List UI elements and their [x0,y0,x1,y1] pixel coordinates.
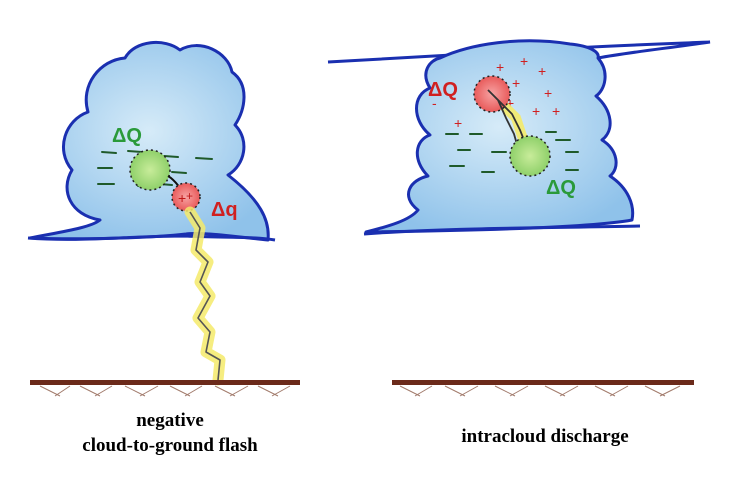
svg-text:-: - [432,95,437,111]
left-negative-charge-region [129,149,171,191]
left-caption-line1: negative [136,410,204,431]
svg-text:+: + [520,53,528,69]
right-cloud-anvil [327,40,711,64]
left-panel: ΔQ + + Δq [27,40,300,397]
left-cloud-base [27,234,276,242]
left-small-charge-label: Δq [211,199,238,221]
right-caption-text: intracloud discharge [461,426,629,447]
svg-text:+: + [538,63,546,79]
right-caption: intracloud discharge [400,424,690,449]
right-negative-dashes [445,131,579,173]
right-negative-charge-label: ΔQ [546,177,576,199]
svg-text:+: + [512,75,520,91]
right-negative-charge-region [509,135,551,177]
svg-text:+: + [496,59,504,75]
right-channel [487,89,529,151]
left-ground [30,380,300,397]
left-positive-signs: + [178,190,186,206]
right-ground [392,380,694,397]
svg-text:+: + [544,85,552,101]
svg-text:+: + [454,115,462,131]
right-cloud [364,39,635,234]
svg-text:+: + [506,95,514,111]
left-caption: negative cloud-to-ground flash [20,408,320,458]
left-main-charge-label: ΔQ [112,125,142,147]
lightning-channel [189,211,221,381]
right-positive-signs: +++ +++ +++ - [432,53,560,131]
svg-text:+: + [552,103,560,119]
left-cloud [28,40,270,242]
left-caption-line2: cloud-to-ground flash [82,435,258,456]
right-panel: +++ +++ +++ - ΔQ ΔQ [327,39,711,397]
svg-text:+: + [532,103,540,119]
left-positive-signs-2: + [186,189,193,203]
right-cloud-base [363,224,641,236]
right-positive-charge-label: ΔQ [428,79,458,101]
